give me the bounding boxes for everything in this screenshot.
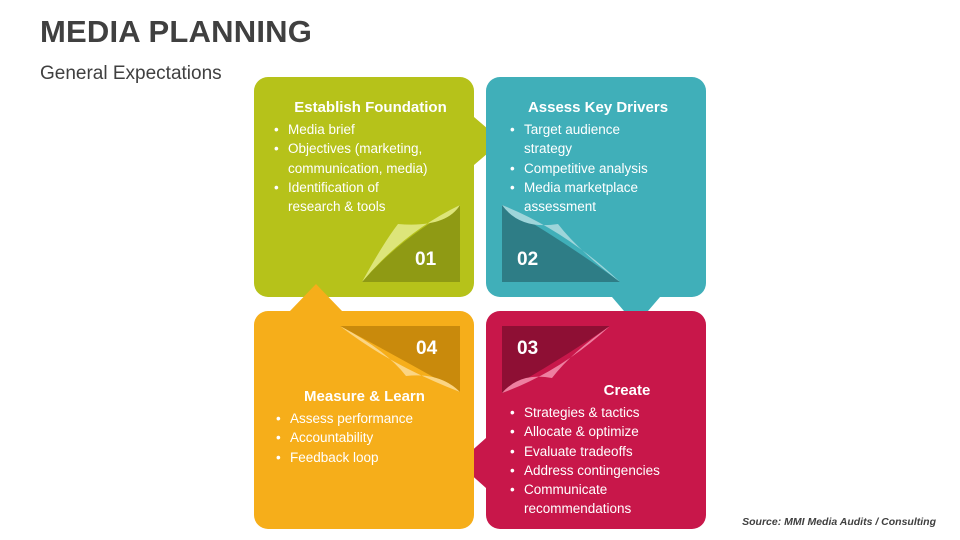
list-item: Allocate & optimize xyxy=(510,422,698,442)
list-item: Assess performance xyxy=(276,409,467,429)
list-item: Identification of research & tools xyxy=(274,178,418,217)
list-item: Feedback loop xyxy=(276,448,467,468)
card-heading: Establish Foundation xyxy=(294,99,447,116)
card-heading: Measure & Learn xyxy=(304,388,425,405)
card-01-page-curl xyxy=(362,205,460,282)
list-item: Strategies & tactics xyxy=(510,403,698,423)
list-item: Communicate recommendations xyxy=(510,480,654,519)
card-01-number-tab xyxy=(362,205,460,282)
page-subtitle: General Expectations xyxy=(40,63,222,84)
card-create: Create Strategies & tactics Allocate & o… xyxy=(498,382,698,519)
step-number: 03 xyxy=(517,338,539,359)
card-03-page-curl xyxy=(502,326,610,393)
card-bullet-list: Media brief Objectives (marketing, commu… xyxy=(268,120,473,216)
list-item: Media brief xyxy=(274,120,473,140)
card-04-number-tab xyxy=(340,326,460,392)
list-item: Competitive analysis xyxy=(510,159,698,179)
list-item: Accountability xyxy=(276,428,467,448)
card-04-page-curl xyxy=(340,326,460,392)
card-heading: Create xyxy=(603,382,651,399)
source-citation: Source: MMI Media Audits / Consulting xyxy=(742,516,936,528)
list-item: Evaluate tradeoffs xyxy=(510,442,698,462)
card-02-number-tab xyxy=(502,205,620,282)
card-03-number-tab xyxy=(502,326,610,393)
page-title: MEDIA PLANNING xyxy=(40,14,313,49)
step-number: 01 xyxy=(415,249,437,270)
list-item: Objectives (marketing, communication, me… xyxy=(274,139,448,178)
card-assess-key-drivers: Assess Key Drivers Target audience strat… xyxy=(498,99,698,216)
card-bullet-list: Assess performance Accountability Feedba… xyxy=(262,409,467,467)
list-item: Media marketplace assessment xyxy=(510,178,664,217)
list-item: Address contingencies xyxy=(510,461,698,481)
step-number: 04 xyxy=(416,338,438,359)
card-establish-foundation: Establish Foundation Media brief Objecti… xyxy=(268,99,473,216)
card-02-page-curl xyxy=(502,205,620,282)
card-heading: Assess Key Drivers xyxy=(527,99,669,116)
step-number: 02 xyxy=(517,249,539,270)
card-measure-learn: Measure & Learn Assess performance Accou… xyxy=(262,388,467,467)
card-bullet-list: Target audience strategy Competitive ana… xyxy=(498,120,698,216)
card-bullet-list: Strategies & tactics Allocate & optimize… xyxy=(498,403,698,519)
list-item: Target audience strategy xyxy=(510,120,644,159)
